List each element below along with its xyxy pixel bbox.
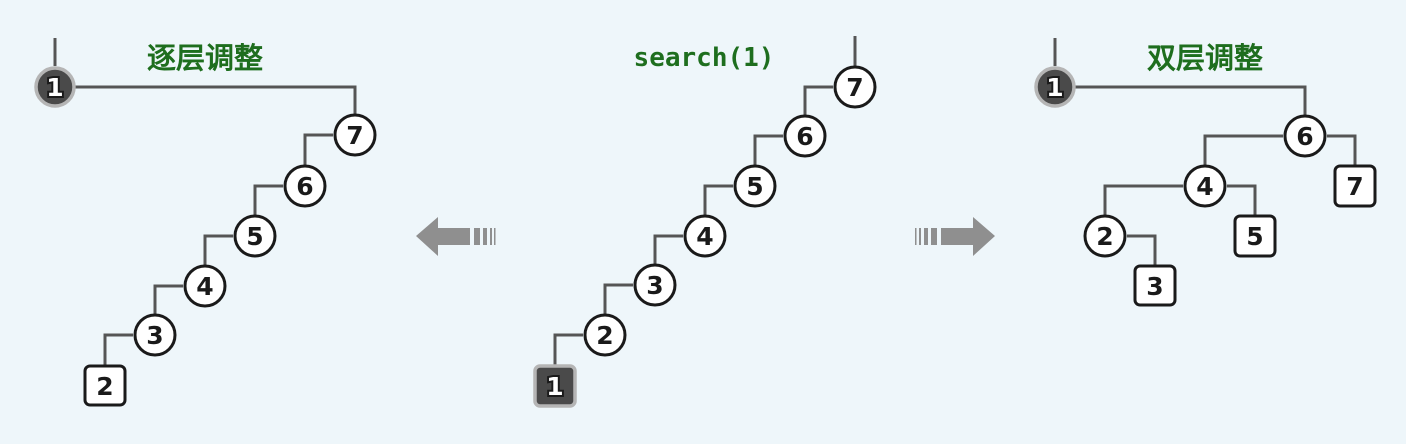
right-node-6: 6 [1283, 114, 1327, 158]
panel-title-middle: search(1) [634, 43, 775, 73]
middle-node-6: 6 [783, 114, 827, 158]
node-label: 5 [1246, 222, 1263, 251]
left-edge-1-7 [75, 85, 357, 114]
left-node-3: 3 [133, 313, 177, 357]
left-edge-3-2 [103, 333, 133, 366]
node-label: 3 [646, 271, 663, 300]
node-label: 4 [196, 272, 213, 301]
middle-edge-2-1 [553, 333, 583, 366]
middle-node-2: 2 [583, 313, 627, 357]
panel-right-double-layer: 双层调整 1 6 4 7 2 [1034, 38, 1377, 307]
node-label: 5 [746, 172, 763, 201]
node-label: 6 [296, 172, 313, 201]
middle-node-7: 7 [833, 65, 877, 109]
left-node-4: 4 [183, 264, 227, 308]
right-node-1: 1 [1034, 66, 1076, 108]
middle-node-5: 5 [733, 164, 777, 208]
left-edge-4-3 [153, 284, 183, 314]
middle-node-3: 3 [633, 263, 677, 307]
middle-edge-7-6 [803, 85, 833, 116]
left-edge-6-5 [253, 184, 283, 216]
left-edge-5-4 [203, 234, 233, 266]
panel-title-right: 双层调整 [1147, 41, 1263, 75]
right-node-7: 7 [1333, 164, 1377, 208]
node-label: 1 [1046, 73, 1063, 102]
node-label: 3 [1146, 272, 1163, 301]
middle-node-4: 4 [683, 214, 727, 258]
node-label: 4 [696, 222, 713, 251]
right-node-4: 4 [1183, 164, 1227, 208]
left-arrow-icon [416, 217, 496, 256]
panel-left-layer-by-layer: 逐层调整 1 7 6 5 4 [34, 38, 377, 407]
middle-edge-6-5 [753, 134, 783, 166]
node-label: 6 [1296, 122, 1313, 151]
node-label: 2 [1096, 222, 1113, 251]
right-edge-6-7 [1327, 134, 1357, 166]
middle-edge-4-3 [653, 234, 683, 264]
left-edges [53, 38, 357, 366]
middle-edge-3-2 [603, 283, 633, 314]
middle-node-1: 1 [533, 364, 577, 408]
right-edge-4-5 [1227, 184, 1257, 216]
right-node-5: 5 [1233, 214, 1277, 258]
right-edge-4-2 [1103, 184, 1183, 216]
right-edges [1053, 38, 1357, 266]
node-label: 5 [246, 222, 263, 251]
left-node-1: 1 [34, 66, 76, 108]
right-edge-2-3 [1127, 234, 1157, 266]
node-label: 4 [1196, 172, 1213, 201]
left-edge-7-6 [303, 133, 333, 166]
node-label: 7 [346, 121, 363, 150]
middle-edges [553, 36, 857, 366]
right-edge-6-4 [1203, 134, 1283, 166]
left-node-7: 7 [333, 113, 377, 157]
node-label: 2 [96, 372, 113, 401]
node-label: 2 [596, 321, 613, 350]
right-node-3: 3 [1133, 264, 1177, 307]
node-label: 1 [546, 372, 563, 401]
right-node-2: 2 [1083, 214, 1127, 258]
node-label: 7 [1346, 172, 1363, 201]
panel-title-left: 逐层调整 [147, 41, 263, 75]
left-node-6: 6 [283, 164, 327, 208]
panel-middle-search: search(1) 7 6 5 4 3 [533, 36, 877, 408]
node-label: 6 [796, 122, 813, 151]
node-label: 7 [846, 73, 863, 102]
left-node-2: 2 [83, 364, 127, 407]
middle-edge-5-4 [703, 184, 733, 216]
left-node-5: 5 [233, 214, 277, 258]
node-label: 3 [146, 321, 163, 350]
right-arrow-icon [915, 217, 995, 256]
right-edge-1-6 [1075, 85, 1307, 116]
node-label: 1 [46, 73, 63, 102]
